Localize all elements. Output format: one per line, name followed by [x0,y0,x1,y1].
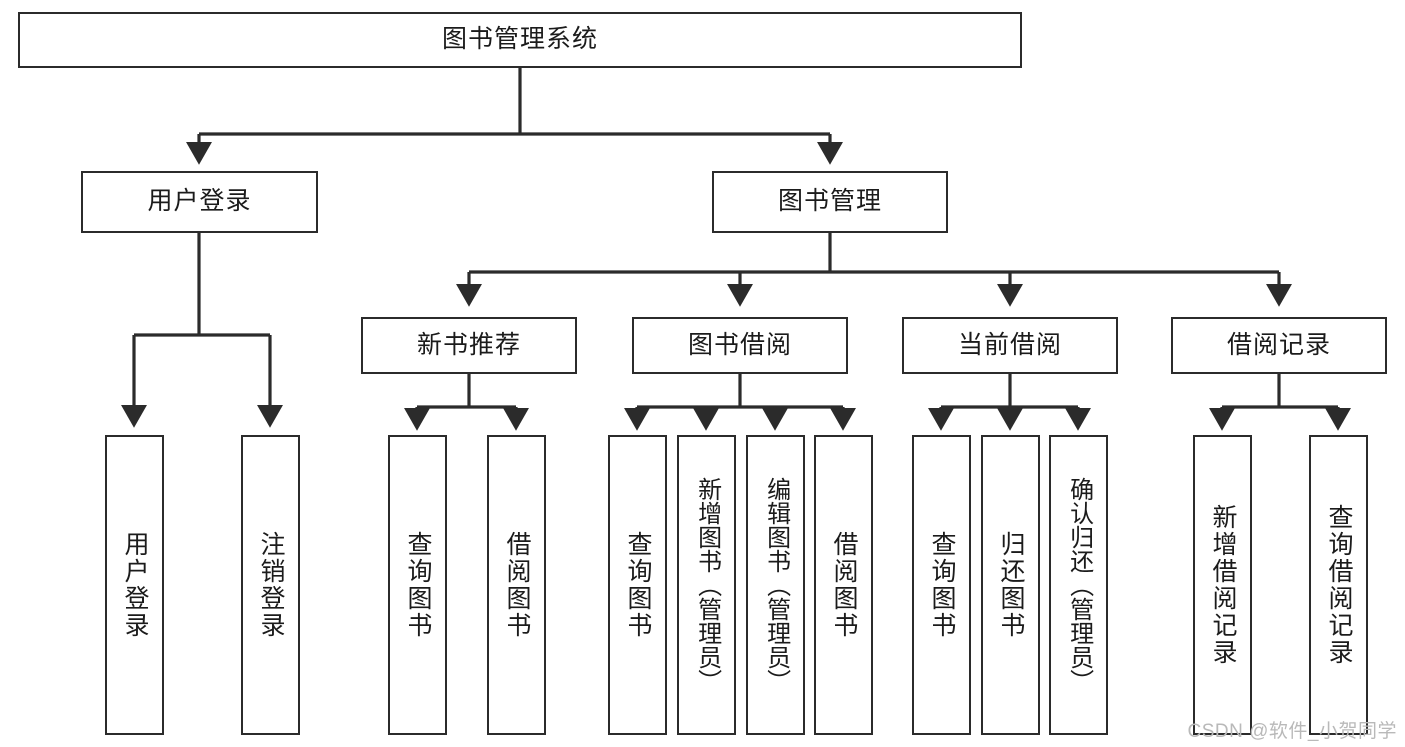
node-new-book-recommend[interactable]: 新书推荐 [361,317,577,374]
leaf-label: 查询图书 [928,531,956,639]
leaf-label: 用户登录 [121,531,149,639]
node-leaf-return-book[interactable]: 归还图书 [981,435,1040,735]
leaf-label: 借阅图书 [503,531,531,639]
leaf-label: 借阅图书 [830,531,858,639]
node-leaf-borrow-book-1[interactable]: 借阅图书 [487,435,546,735]
node-current-borrow[interactable]: 当前借阅 [902,317,1118,374]
leaf-label: 新增借阅记录 [1209,504,1237,666]
leaf-label: 查询图书 [624,531,652,639]
node-user-login[interactable]: 用户登录 [81,171,318,233]
leaf-label: 查询借阅记录 [1325,504,1353,666]
leaf-label: 查询图书 [404,531,432,639]
node-leaf-edit-book[interactable]: 编辑图书（管理员） [746,435,805,735]
node-leaf-query-book-2[interactable]: 查询图书 [608,435,667,735]
leaf-label: 注销登录 [257,531,285,639]
node-leaf-query-book-1[interactable]: 查询图书 [388,435,447,735]
node-leaf-user-login[interactable]: 用户登录 [105,435,164,735]
node-leaf-borrow-book-2[interactable]: 借阅图书 [814,435,873,735]
node-leaf-query-record[interactable]: 查询借阅记录 [1309,435,1368,735]
node-book-manage[interactable]: 图书管理 [712,171,948,233]
node-leaf-user-logout[interactable]: 注销登录 [241,435,300,735]
leaf-label: 新增图书（管理员） [693,477,721,693]
leaf-label: 归还图书 [997,531,1025,639]
node-leaf-add-book[interactable]: 新增图书（管理员） [677,435,736,735]
csdn-watermark: CSDN @软件_小贺同学 [1187,721,1397,742]
leaf-label: 编辑图书（管理员） [762,477,790,693]
node-book-borrow[interactable]: 图书借阅 [632,317,848,374]
node-leaf-query-book-3[interactable]: 查询图书 [912,435,971,735]
node-leaf-confirm-return[interactable]: 确认归还（管理员） [1049,435,1108,735]
node-root-system[interactable]: 图书管理系统 [18,12,1022,68]
node-borrow-record[interactable]: 借阅记录 [1171,317,1387,374]
node-leaf-add-record[interactable]: 新增借阅记录 [1193,435,1252,735]
leaf-label: 确认归还（管理员） [1065,477,1093,693]
